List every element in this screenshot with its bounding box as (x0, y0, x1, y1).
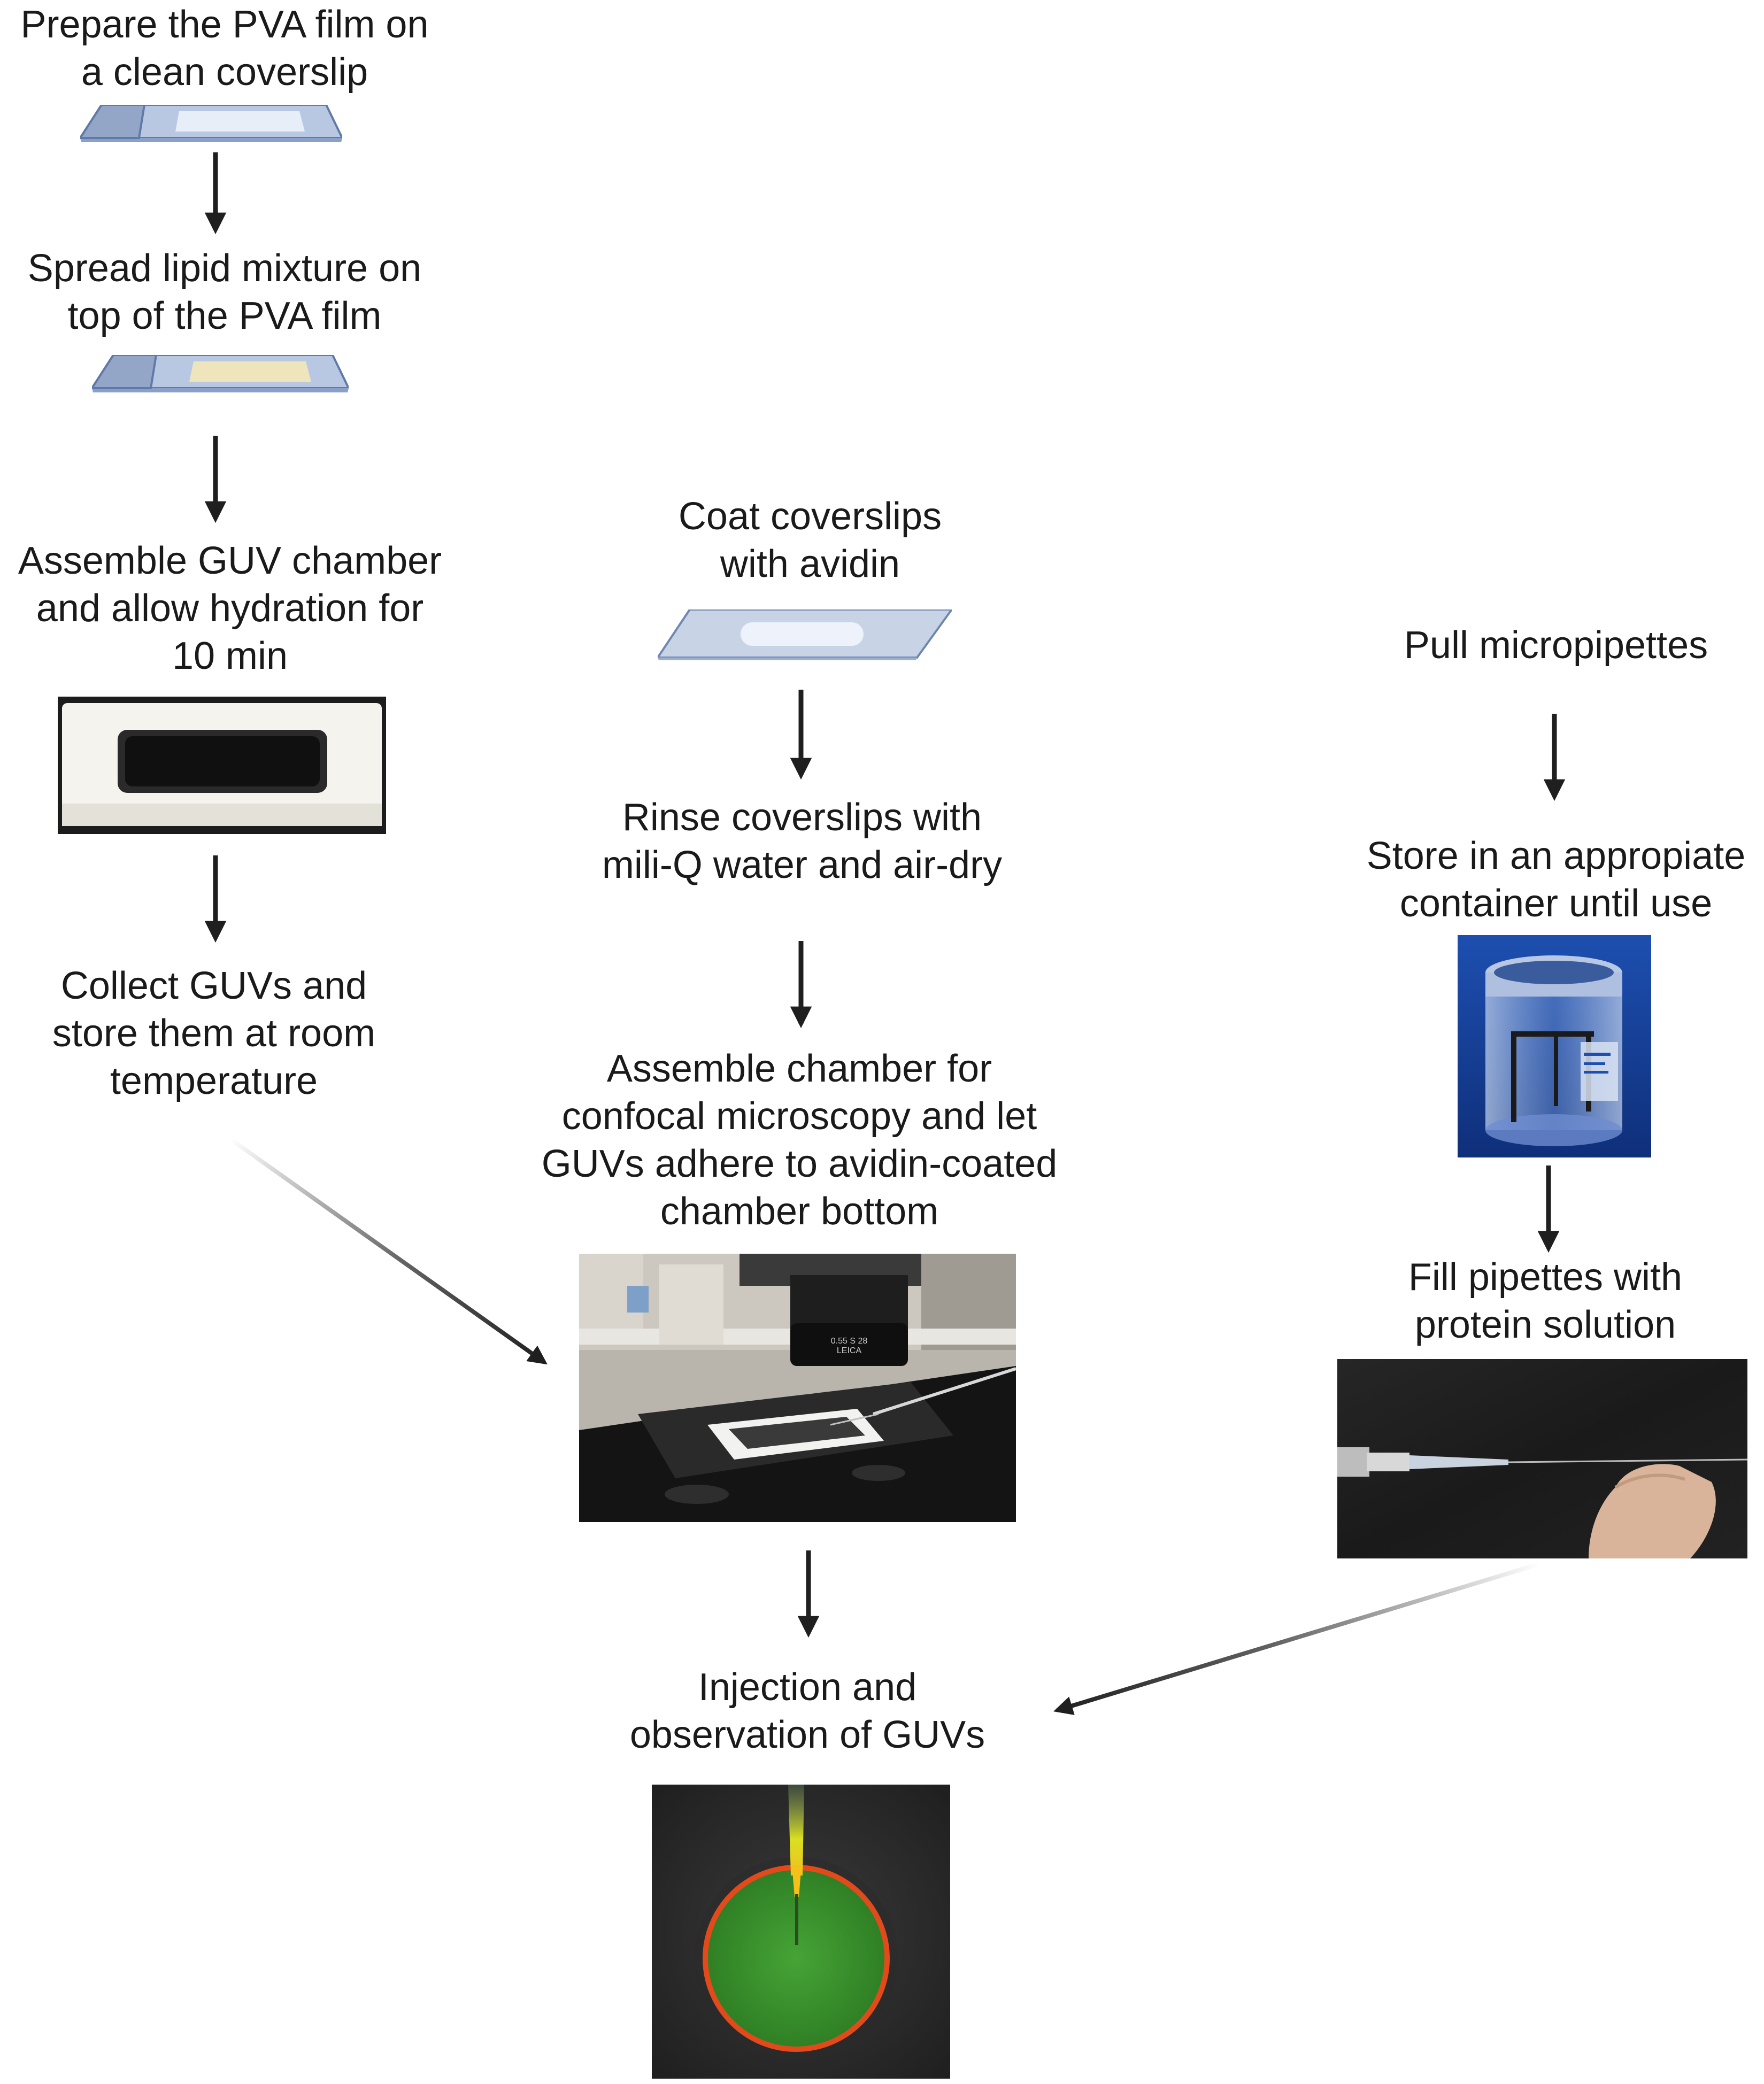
step-spread-lipid-label: Spread lipid mixture on top of the PVA f… (27, 247, 422, 337)
guv-chamber-photo (58, 697, 386, 834)
coverslip-avidin-illustration (658, 609, 952, 660)
step-prepare-pva-label: Prepare the PVA film on a clean coversli… (20, 3, 429, 94)
objective-brand-text: LEICA (837, 1346, 862, 1355)
pipette-storage-jar-photo (1458, 935, 1651, 1157)
coverslip-lipid-illustration (92, 355, 349, 392)
step-injection-label: Injection and observation of GUVs (629, 1666, 985, 1756)
step-pull-micropipettes-label: Pull micropipettes (1404, 624, 1708, 667)
arrow-fill-to-injection (1053, 1562, 1541, 1715)
step-coat-coverslips-label: Coat coverslips with avidin (678, 495, 942, 585)
step-store-container-label: Store in an appropiate container until u… (1366, 835, 1746, 925)
objective-spec-text: 0.55 S 28 (831, 1337, 868, 1346)
step-assemble-guv-chamber-label: Assemble GUV chamber and allow hydration… (18, 539, 442, 677)
pipette-filling-photo (1337, 1359, 1747, 1558)
step-assemble-confocal-label: Assemble chamber for confocal microscopy… (541, 1047, 1058, 1233)
guv-fluorescence-image (652, 1785, 950, 2079)
step-fill-pipettes-label: Fill pipettes with protein solution (1408, 1256, 1683, 1346)
confocal-microscope-photo: 0.55 S 28 LEICA (579, 1254, 1016, 1522)
step-collect-guvs-label: Collect GUVs and store them at room temp… (52, 964, 376, 1102)
coverslip-pva-illustration (80, 105, 342, 142)
step-rinse-coverslips-label: Rinse coverslips with mili-Q water and a… (602, 796, 1003, 886)
